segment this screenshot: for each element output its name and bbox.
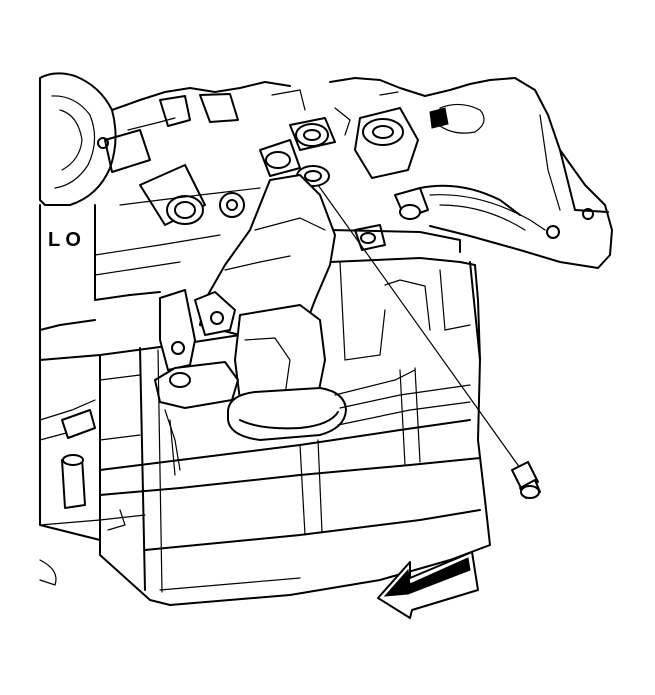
oil-cooler-fittings bbox=[259, 107, 429, 251]
bell-housing bbox=[39, 72, 117, 206]
left-stud bbox=[39, 399, 96, 509]
left-pipe bbox=[97, 129, 245, 226]
oil-drain-plug bbox=[511, 461, 541, 499]
oil-pan bbox=[39, 261, 491, 606]
block-marking-label: L O bbox=[48, 229, 81, 251]
front-direction-arrow-icon bbox=[377, 551, 479, 619]
drain-plug-leader-line bbox=[317, 184, 521, 469]
left-bracket bbox=[154, 289, 239, 471]
right-mount-bracket bbox=[419, 77, 613, 269]
oil-filter-adapter bbox=[194, 174, 347, 441]
upper-engine-details bbox=[111, 77, 516, 136]
